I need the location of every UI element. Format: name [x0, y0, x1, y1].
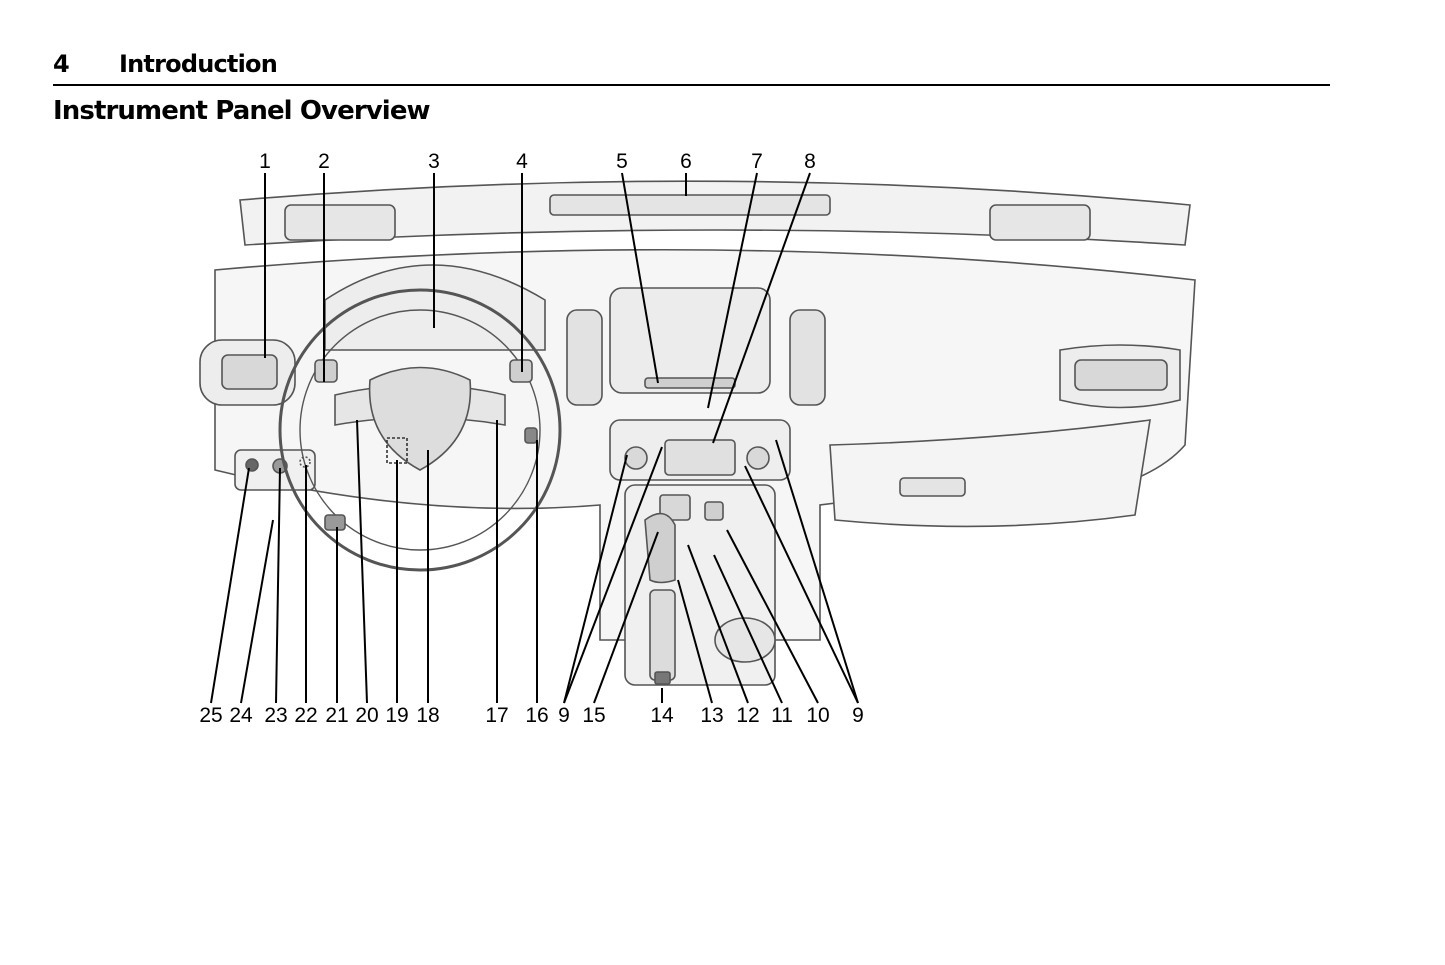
callout-6: 6 — [680, 150, 692, 173]
callout-1: 1 — [259, 150, 271, 173]
section-title: Instrument Panel Overview — [53, 96, 431, 126]
callout-9-left: 9 — [558, 704, 570, 727]
callout-23: 23 — [264, 704, 287, 727]
callout-7: 7 — [751, 150, 763, 173]
chapter-title: Introduction — [119, 50, 278, 78]
callout-22: 22 — [294, 704, 317, 727]
callout-4: 4 — [516, 150, 528, 173]
callout-18: 18 — [416, 704, 439, 727]
page-number: 4 — [53, 50, 70, 78]
callout-leader-lines — [210, 172, 859, 704]
callout-13: 13 — [700, 704, 723, 727]
callout-19: 19 — [385, 704, 408, 727]
callout-20: 20 — [355, 704, 378, 727]
callout-2: 2 — [318, 150, 330, 173]
callout-15: 15 — [582, 704, 605, 727]
dashboard-drawing — [199, 180, 1196, 686]
callout-11: 11 — [771, 704, 793, 727]
callout-8: 8 — [804, 150, 816, 173]
callout-14: 14 — [650, 704, 674, 727]
callout-9-right: 9 — [852, 704, 864, 727]
page-header: 4 Introduction — [53, 48, 1330, 86]
callout-25: 25 — [199, 704, 222, 727]
callout-12: 12 — [736, 704, 759, 727]
callout-16: 16 — [525, 704, 548, 727]
callout-17: 17 — [485, 704, 508, 727]
callout-24: 24 — [229, 704, 253, 727]
callout-21: 21 — [325, 704, 348, 727]
callout-3: 3 — [428, 150, 440, 173]
callout-numbers: 1 2 3 4 5 6 7 8 25 24 23 22 21 20 19 18 … — [199, 150, 864, 727]
callout-10: 10 — [806, 704, 829, 727]
callout-5: 5 — [616, 150, 628, 173]
